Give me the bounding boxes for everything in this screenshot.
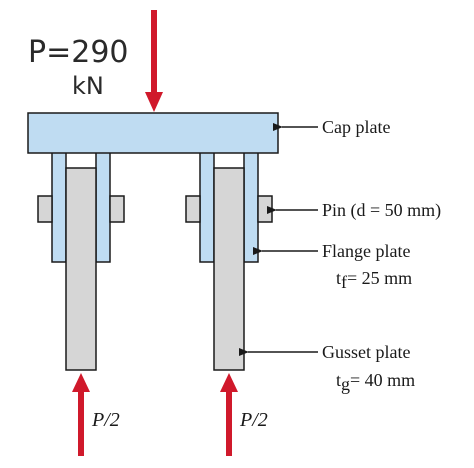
flange-plate-label: Flange plate: [322, 241, 410, 261]
gusset-thickness-label: tg= 40 mm: [336, 370, 415, 394]
left-reaction-arrow: [72, 373, 90, 456]
cap-plate: [27, 112, 279, 154]
gusset-plate-label: Gusset plate: [322, 342, 410, 362]
left-pin: [37, 195, 125, 223]
applied-load-arrow: [145, 10, 163, 112]
right-gusset-plate: [213, 167, 245, 371]
flange-thickness-label: tf= 25 mm: [336, 268, 412, 292]
right-load-label: P/2: [239, 409, 268, 431]
handwritten-load-unit: kN: [72, 72, 104, 100]
right-reaction-arrow: [220, 373, 238, 456]
pin-label: Pin (d = 50 mm): [322, 200, 441, 221]
handwritten-load-value: P=290: [28, 35, 129, 70]
left-gusset-plate: [65, 167, 97, 371]
left-load-label: P/2: [91, 409, 120, 431]
cap-plate-label: Cap plate: [322, 117, 390, 137]
